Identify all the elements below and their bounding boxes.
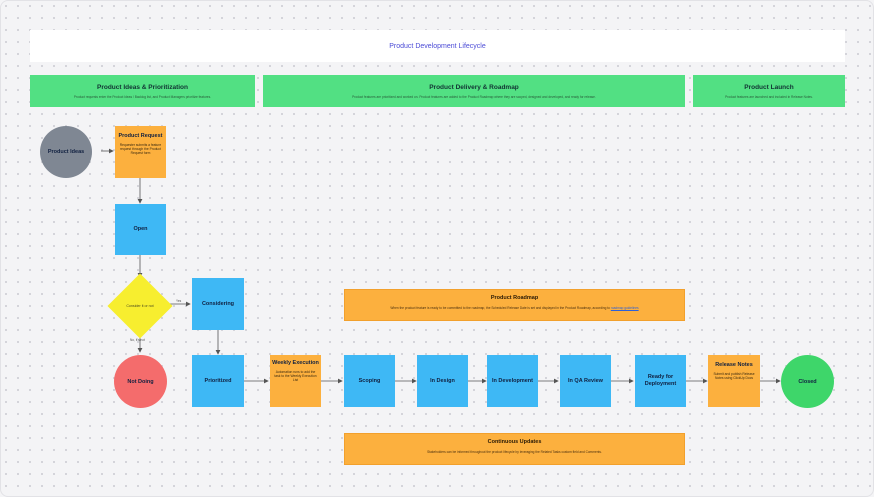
banner-description-text: When the product feature is ready to be …: [390, 306, 610, 310]
node-label: Weekly Execution: [272, 360, 319, 366]
banner-product-roadmap[interactable]: Product Roadmap When the product feature…: [344, 289, 685, 321]
node-considering[interactable]: Considering: [192, 278, 244, 330]
banner-description: When the product feature is ready to be …: [345, 306, 684, 310]
node-ready-for-deployment[interactable]: Ready for Deployment: [635, 355, 686, 407]
roadmap-guidelines-link[interactable]: roadmap guidelines: [610, 306, 639, 310]
banner-description: Stakeholders can be informed throughout …: [427, 450, 602, 454]
phase-launch[interactable]: Product Launch Product features are laun…: [693, 75, 845, 107]
node-label: Considering: [201, 300, 235, 307]
phase-title: Product Delivery & Roadmap: [429, 84, 519, 91]
phase-ideas-prioritization[interactable]: Product Ideas & Prioritization Product r…: [30, 75, 255, 107]
node-label: Closed: [798, 378, 817, 385]
edge-label-yes: Yes: [176, 299, 182, 303]
node-product-ideas[interactable]: Product Ideas: [40, 126, 92, 178]
node-label: Prioritized: [204, 377, 232, 384]
node-label: Open: [133, 226, 148, 233]
node-description: Automation runs to add the task to the W…: [274, 369, 317, 383]
edge-label-no: No, it's not: [130, 338, 145, 342]
node-product-request[interactable]: Product Request Requester submits a feat…: [115, 126, 166, 178]
phase-title: Product Launch: [744, 84, 794, 91]
node-prioritized[interactable]: Prioritized: [192, 355, 244, 407]
node-weekly-execution[interactable]: Weekly Execution Automation runs to add …: [270, 355, 321, 407]
node-label: Not Doing: [127, 378, 154, 385]
node-label: In Development: [492, 377, 533, 384]
node-open[interactable]: Open: [115, 204, 166, 255]
node-in-development[interactable]: In Development: [487, 355, 538, 407]
node-label: Release Notes: [715, 362, 753, 368]
node-label: Product Request: [118, 133, 163, 139]
node-scoping[interactable]: Scoping: [344, 355, 395, 407]
banner-title: Continuous Updates: [487, 439, 542, 445]
diagram-title: Product Development Lifecycle: [389, 42, 486, 50]
node-label: In Design: [430, 377, 455, 384]
phase-title: Product Ideas & Prioritization: [96, 84, 188, 91]
diagram-title-bar: Product Development Lifecycle: [30, 30, 845, 62]
node-release-notes[interactable]: Release Notes Submit and publish Release…: [708, 355, 760, 407]
phase-description: Product features are launched and includ…: [725, 95, 813, 99]
node-label: In QA Review: [568, 377, 603, 384]
node-label: Consider it or not: [126, 303, 154, 308]
node-decision[interactable]: Consider it or not: [117, 283, 163, 329]
node-label: Product Ideas: [47, 149, 85, 155]
node-closed[interactable]: Closed: [781, 355, 834, 408]
banner-continuous-updates[interactable]: Continuous Updates Stakeholders can be i…: [344, 433, 685, 465]
node-description: Submit and publish Release Notes using C…: [713, 371, 755, 380]
phase-description: Product features are prioritized and wor…: [352, 95, 596, 99]
node-label: Ready for Deployment: [644, 374, 677, 387]
banner-title: Product Roadmap: [490, 295, 539, 301]
phase-description: Product requests enter the Product Ideas…: [73, 95, 212, 99]
node-in-design[interactable]: In Design: [417, 355, 468, 407]
phase-delivery-roadmap[interactable]: Product Delivery & Roadmap Product featu…: [263, 75, 685, 107]
node-description: Requester submits a feature request thro…: [119, 142, 162, 156]
node-label: Scoping: [358, 377, 381, 384]
node-not-doing[interactable]: Not Doing: [114, 355, 167, 408]
node-in-qa-review[interactable]: In QA Review: [560, 355, 611, 407]
